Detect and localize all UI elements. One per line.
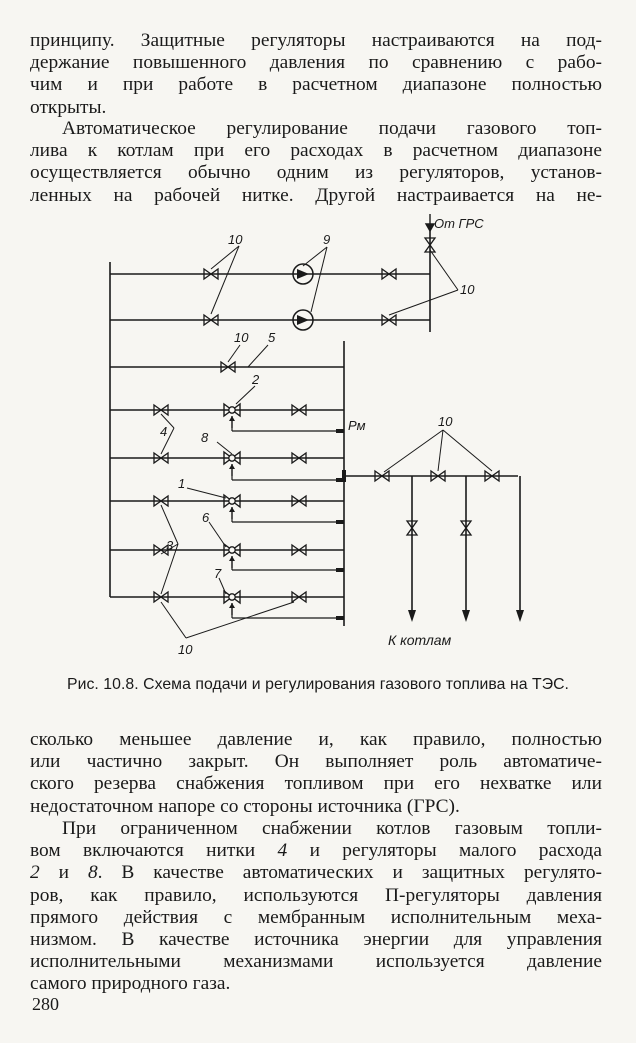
label-7: 7 [214,566,222,581]
gas-supply-scheme-figure: От ГРС 10 9 10 10 5 2 Рм 4 8 10 1 6 3 7 … [98,214,538,662]
text-line: чим и при работе в расчетном диапазоне п… [30,74,602,96]
label-to-boilers: К котлам [388,632,452,648]
label-5: 5 [268,330,276,345]
text-line: недостаточном напоре со стороны источник… [30,795,460,817]
label-10-mid: 10 [234,330,249,345]
text-line: ского резерва снабжения топливом при его… [30,773,602,795]
label-10-branch: 10 [438,414,453,429]
label-6: 6 [202,510,210,525]
text-line: держание повышенного давления по сравнен… [30,52,602,74]
text-line: вом включаются нитки 4 и регуляторы мало… [30,840,602,862]
gas-supply-scheme-diagram: От ГРС 10 9 10 10 5 2 Рм 4 8 10 1 6 3 7 … [109,214,524,657]
ref-regulator-8: 8 [87,862,98,884]
text-run: и [39,862,88,884]
label-pressure: Рм [348,418,366,433]
label-8: 8 [201,430,209,445]
text-line: прямого действия с мембранным исполнител… [30,906,602,928]
text-line: низмом. В качестве источника энергии для… [30,929,602,951]
text-line: принципу. Защитные регуляторы настраиваю… [30,30,602,51]
paragraph-4: При ограниченном снабжении котлов газовы… [30,818,602,996]
text-line: Автоматическое регулирование подачи газо… [62,118,602,139]
text-line: осуществляется обычно одним из регулятор… [30,162,602,184]
text-line: 2 и 8. В качестве автоматических и защит… [30,862,602,884]
text-run: и регуляторы малого расхода [287,840,602,862]
label-9: 9 [323,232,330,247]
ref-regulator-2: 2 [30,862,40,884]
label-10-right: 10 [460,282,475,297]
text-run: . В качестве автоматических и защитных р… [97,862,603,884]
text-line: открыты. [30,96,107,118]
label-10-top: 10 [228,232,243,247]
text-line: исполнительными механизмами используется… [30,951,602,973]
text-line: При ограниченном снабжении котлов газовы… [62,818,602,839]
figure-caption: Рис. 10.8. Схема подачи и регулирования … [67,676,569,693]
ref-thread-4: 4 [277,840,288,862]
text-line: ров, как правило, используются П-регулят… [30,884,602,906]
text-line: или частично закрыт. Он выполняет роль а… [30,751,602,773]
paragraph-1: принципу. Защитные регуляторы настраиваю… [30,30,602,119]
text-line: самого природного газа. [30,973,231,995]
label-1: 1 [178,476,185,491]
label-3: 3 [166,538,174,553]
text-line: лива к котлам при его расходах в расчетн… [30,140,602,162]
label-from-grs: От ГРС [434,216,484,231]
label-4: 4 [160,424,167,439]
label-10-bottom: 10 [178,642,193,657]
text-run: вом включаются нитки [30,840,278,862]
text-line: ленных на рабочей нитке. Другой настраив… [30,184,602,206]
text-line: сколько меньшее давление и, как правило,… [30,729,602,750]
page-number: 280 [32,994,59,1014]
paragraph-3: сколько меньшее давление и, как правило,… [30,729,602,818]
label-2: 2 [251,372,260,387]
paragraph-2: Автоматическое регулирование подачи газо… [30,118,602,207]
